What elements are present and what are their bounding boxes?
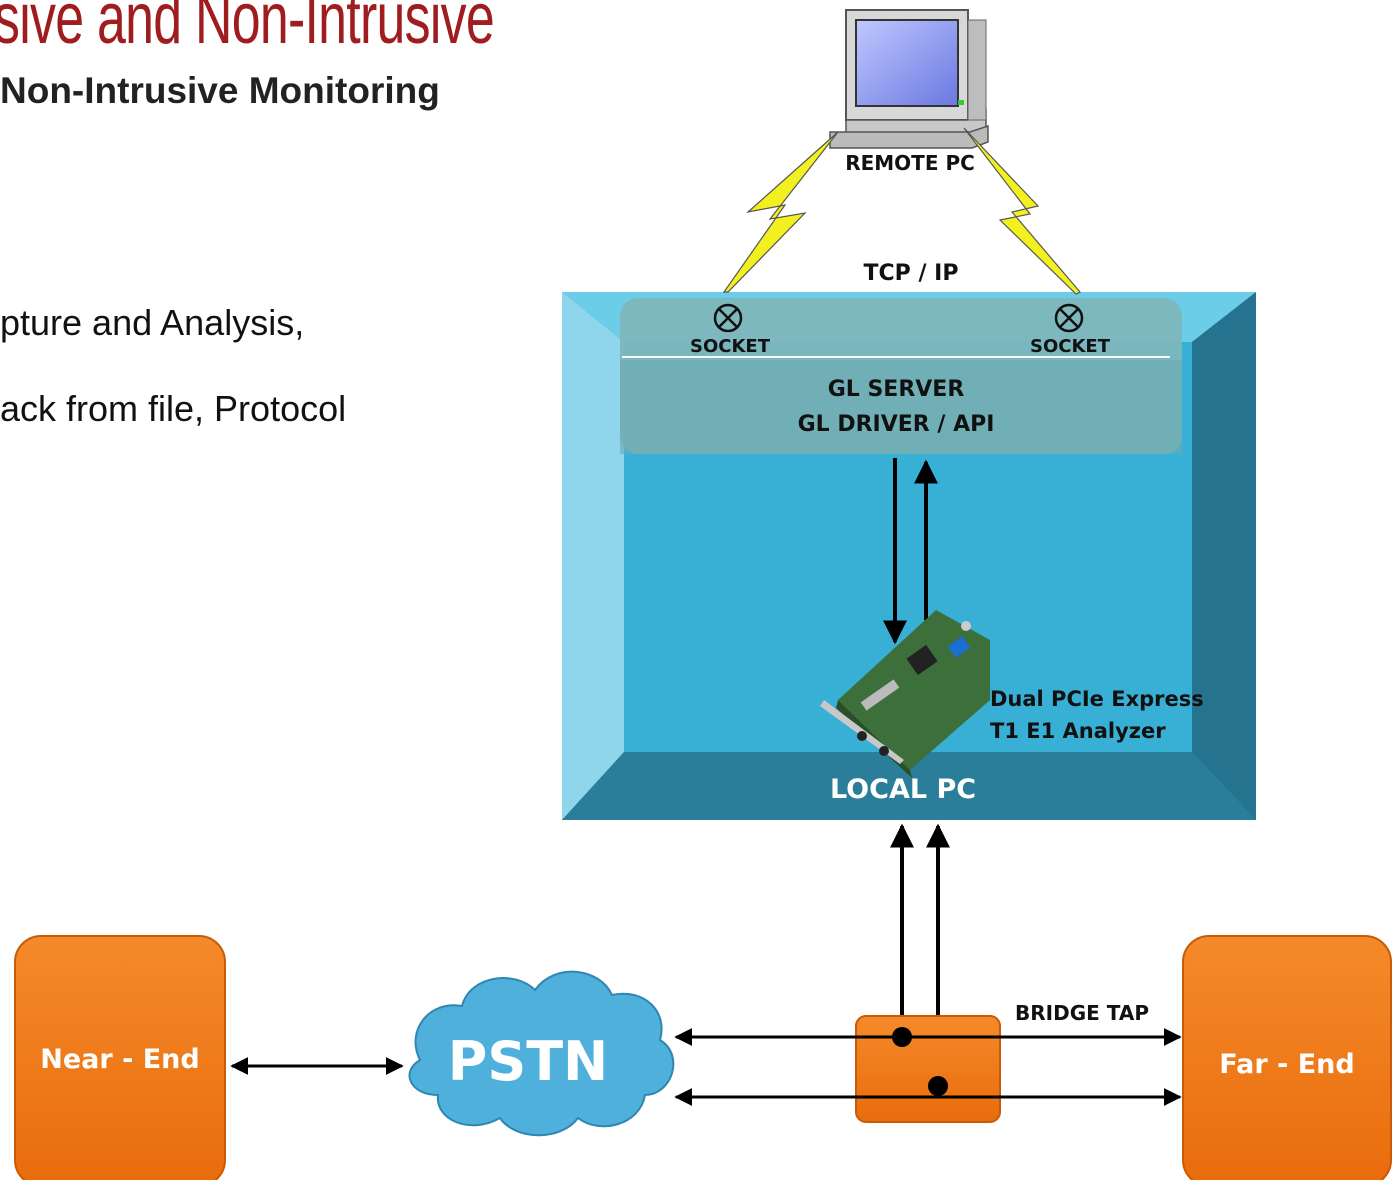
pstn-label: PSTN	[448, 1030, 609, 1093]
socket-right-icon	[1054, 303, 1084, 333]
slide-title: sive and Non-Intrusive	[0, 0, 495, 59]
far-end-box	[1182, 935, 1392, 1180]
slide-subtitle: Non-Intrusive Monitoring	[0, 70, 440, 111]
far-end-label: Far - End	[1219, 1049, 1354, 1080]
remote-pc-icon	[829, 9, 989, 149]
card-label-line1: Dual PCIe Express	[990, 687, 1204, 711]
card-label-line2: T1 E1 Analyzer	[990, 719, 1166, 743]
bridge-tap-label: BRIDGE TAP	[1015, 1001, 1149, 1025]
near-end-label: Near - End	[40, 1044, 199, 1075]
tap-dot-upper	[892, 1027, 912, 1047]
tcp-ip-label: TCP / IP	[864, 261, 959, 286]
remote-pc-label: REMOTE PC	[845, 151, 975, 175]
bridge-tap-box	[855, 1015, 1001, 1123]
bullet-2: ack from file, Protocol	[0, 388, 347, 429]
lightning-right-icon	[963, 127, 1081, 295]
pcie-card-icon	[820, 610, 990, 778]
pstn-cloud-icon	[408, 970, 675, 1137]
server-panel	[620, 298, 1182, 454]
lightning-left-icon	[722, 131, 839, 293]
tap-dot-lower	[928, 1076, 948, 1096]
socket-left-label: SOCKET	[690, 336, 771, 357]
bullet-1: pture and Analysis,	[0, 302, 305, 343]
local-pc-label: LOCAL PC	[830, 774, 976, 805]
server-label: GL SERVER	[828, 377, 965, 402]
near-end-box	[14, 935, 226, 1180]
socket-right-label: SOCKET	[1030, 336, 1111, 357]
socket-left-icon	[713, 303, 743, 333]
driver-api-label: GL DRIVER / API	[798, 412, 995, 437]
